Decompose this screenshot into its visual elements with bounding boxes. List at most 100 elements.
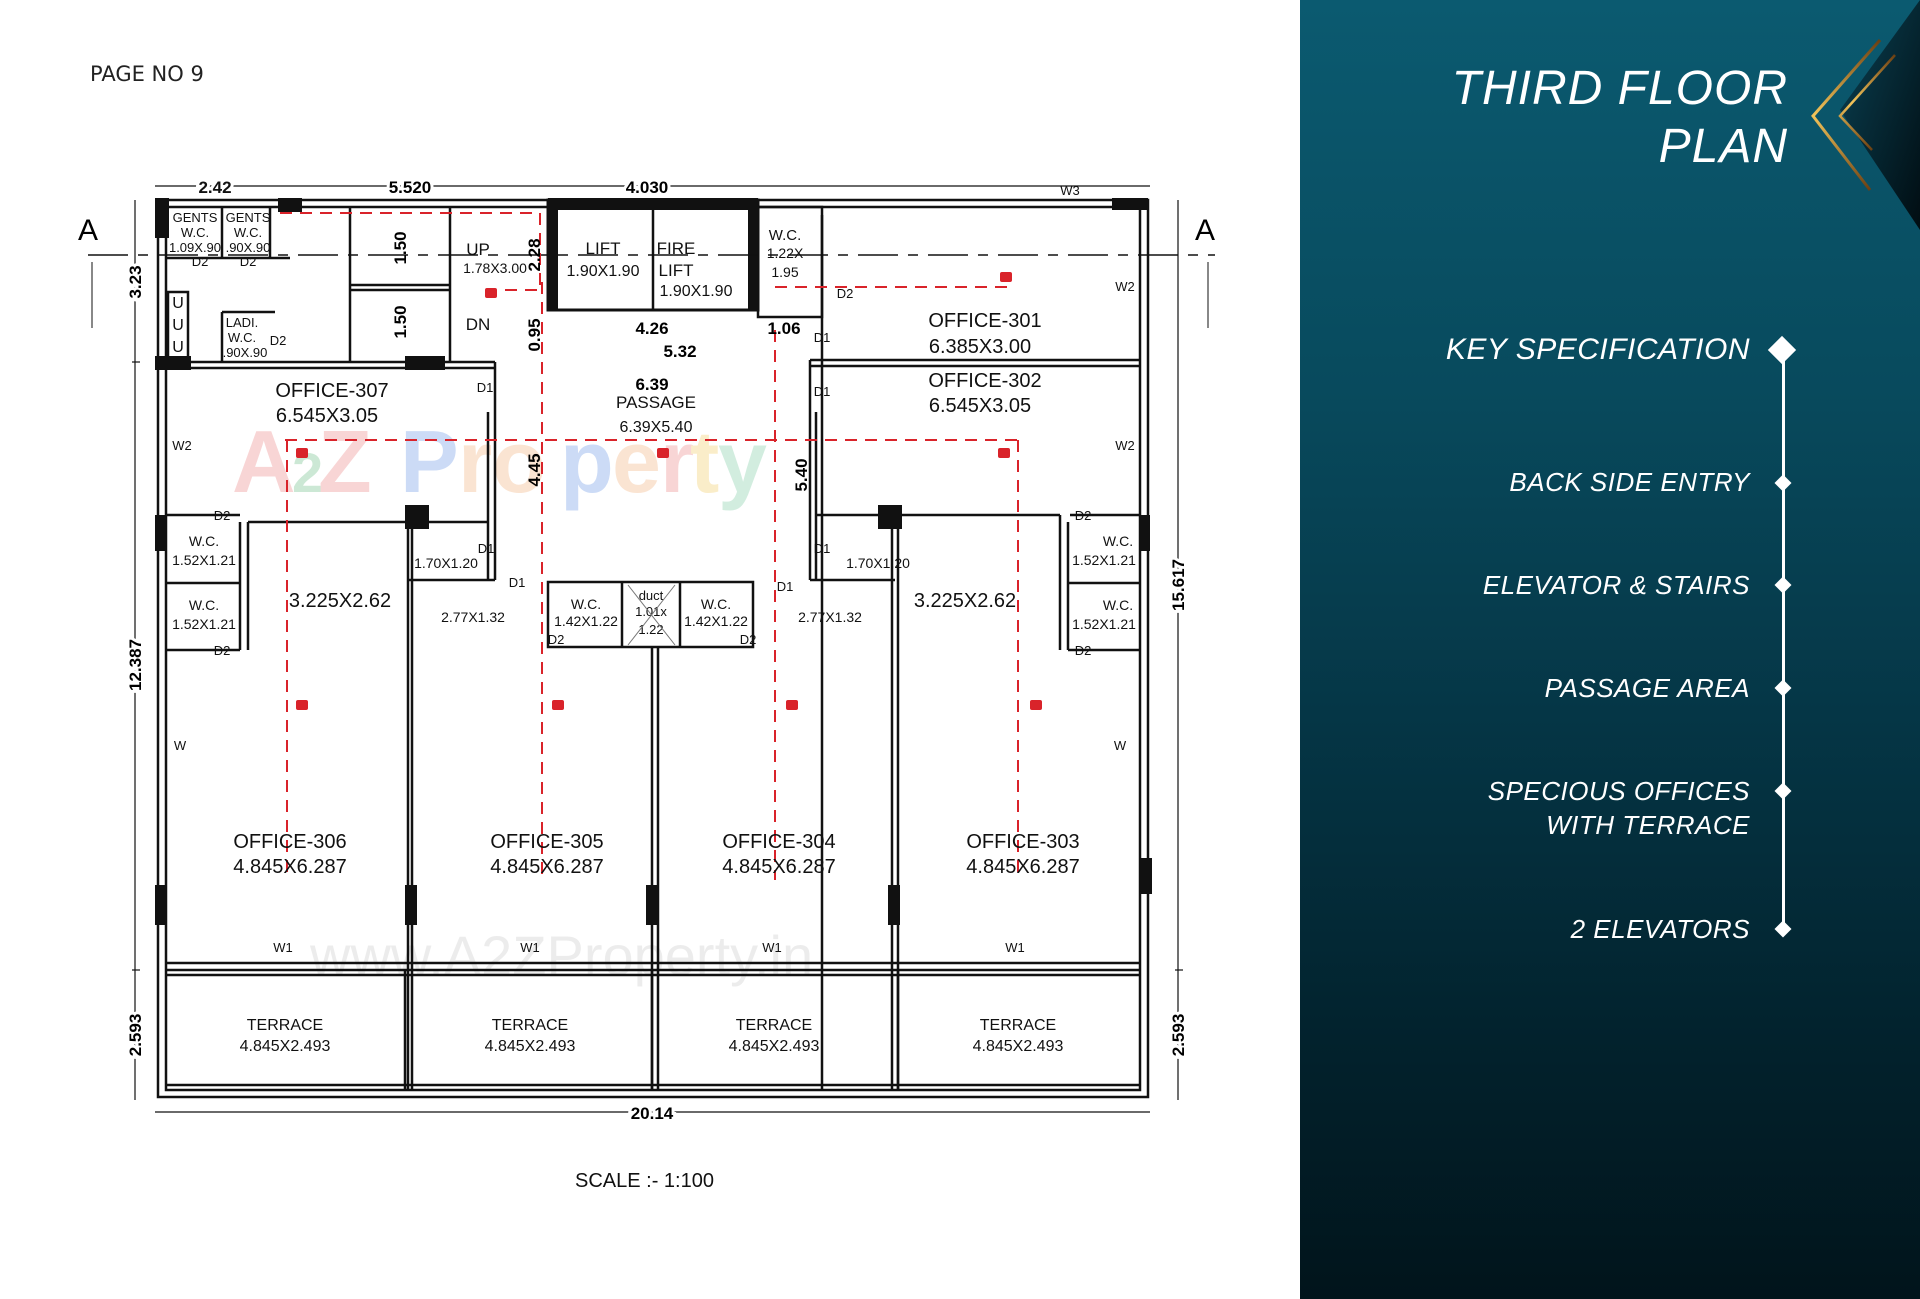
window-w-right: W — [1114, 738, 1127, 753]
spec-item-elevator-stairs: ELEVATOR & STAIRS — [1483, 568, 1750, 602]
floor-plan-page: PAGE NO 9 A 2 Z P ro p e r t y www.A2ZPr… — [78, 62, 1216, 1192]
gents-wc-1-size: 1.09X.90 — [169, 240, 221, 255]
stair-down: DN — [466, 315, 491, 334]
spec-item-2-elevators: 2 ELEVATORS — [1571, 912, 1750, 946]
gents-wc-2-size: .90X.90 — [226, 240, 271, 255]
gents-wc-1-label: GENTS — [173, 210, 218, 225]
urinal-1: U — [172, 295, 184, 312]
diamond-icon — [1774, 782, 1792, 800]
office-301-name: OFFICE-301 — [928, 310, 1041, 332]
dim-left-3: 2.593 — [126, 1014, 145, 1057]
door-d1-3: D1 — [814, 384, 831, 399]
urinal-2: U — [172, 317, 184, 334]
office-302-name: OFFICE-302 — [928, 370, 1041, 392]
door-d2-7: D2 — [214, 643, 231, 658]
wc-top-label: W.C. — [769, 227, 802, 244]
fire-lift-label-2: LIFT — [659, 261, 694, 280]
watermark-url: www.A2ZProperty.in — [309, 924, 813, 987]
dim-bottom: 20.14 — [631, 1104, 674, 1123]
dim-right-2: 2.593 — [1169, 1014, 1188, 1057]
svg-text:t: t — [690, 412, 719, 511]
wc-left-2-size: 1.52X1.21 — [172, 616, 236, 632]
svg-text:y: y — [718, 412, 767, 511]
lift-size: 1.90X1.90 — [567, 263, 640, 280]
door-d2-6: D2 — [1075, 508, 1092, 523]
dim-top-2: 5.520 — [389, 178, 432, 197]
terrace-3-size: 4.845X2.493 — [729, 1038, 820, 1055]
door-d2-5: D2 — [214, 508, 231, 523]
page-title: THIRD FLOOR PLAN — [1452, 60, 1788, 176]
door-d1-4: D1 — [478, 541, 495, 556]
office-307-size: 6.545X3.05 — [276, 405, 378, 427]
dim-gap: 0.95 — [525, 318, 544, 351]
diamond-icon — [1774, 474, 1792, 492]
cabin-big-left-size: 3.225X2.62 — [289, 590, 391, 612]
small-room-left-size: 1.70X1.20 — [414, 555, 478, 571]
door-d1-2: D1 — [814, 330, 831, 345]
fire-lift-label-1: FIRE — [657, 239, 696, 258]
office-304-size: 4.845X6.287 — [722, 856, 835, 878]
gents-wc-2-wc: W.C. — [234, 225, 262, 240]
spec-text: ELEVATOR & STAIRS — [1482, 570, 1750, 600]
small-room-right-size: 1.70X1.20 — [846, 555, 910, 571]
wc-top-size-2: 1.95 — [771, 264, 798, 280]
dim-passage-w2: 6.39 — [635, 375, 668, 394]
terrace-1-size: 4.845X2.493 — [240, 1038, 331, 1055]
office-303-size: 4.845X6.287 — [966, 856, 1079, 878]
svg-text:e: e — [612, 412, 661, 511]
diamond-icon — [1774, 920, 1792, 938]
scale-label: SCALE :- 1:100 — [575, 1170, 714, 1192]
svg-text:r: r — [660, 412, 694, 511]
duct-size-1: 1.01x — [635, 604, 667, 619]
door-d1-5: D1 — [814, 541, 831, 556]
door-d2-9: D2 — [548, 632, 565, 647]
office-302-size: 6.545X3.05 — [929, 395, 1031, 417]
dim-wc-w: 1.06 — [767, 319, 800, 338]
door-d2-3: D2 — [270, 333, 287, 348]
spec-item-passage-area: PASSAGE AREA — [1545, 671, 1750, 705]
door-d1-7: D1 — [777, 579, 794, 594]
dim-lift-h: 2.28 — [525, 238, 544, 271]
stair-up: UP — [466, 240, 490, 259]
terrace-1-name: TERRACE — [247, 1017, 323, 1034]
office-306-name: OFFICE-306 — [233, 831, 346, 853]
window-w2-left: W2 — [172, 438, 192, 453]
section-marker-left: A — [78, 214, 98, 247]
office-301-size: 6.385X3.00 — [929, 336, 1031, 358]
door-d1-1: D1 — [477, 380, 494, 395]
wc-right-2: W.C. — [1103, 597, 1133, 613]
window-w2-right: W2 — [1115, 438, 1135, 453]
svg-text:ro: ro — [458, 412, 546, 511]
dim-right-1: 15.617 — [1169, 559, 1188, 611]
cabin-right-size: 2.77X1.32 — [798, 609, 862, 625]
gold-chevron-decoration — [1811, 0, 1920, 230]
terrace-2-name: TERRACE — [492, 1017, 568, 1034]
spec-text: PASSAGE AREA — [1544, 673, 1750, 703]
dim-stair-2: 1.50 — [391, 305, 410, 338]
window-w3: W3 — [1060, 183, 1080, 198]
page-number: PAGE NO 9 — [90, 62, 204, 86]
office-306-size: 4.845X6.287 — [233, 856, 346, 878]
spec-text: 2 ELEVATORS — [1570, 914, 1750, 944]
spec-text: SPECIOUS OFFICES — [1487, 776, 1750, 806]
terrace-4-size: 4.845X2.493 — [973, 1038, 1064, 1055]
wc-left-1: W.C. — [189, 533, 219, 549]
window-w1-2: W1 — [520, 940, 540, 955]
svg-text:P: P — [400, 412, 459, 511]
dim-passage-h2: 5.40 — [792, 458, 811, 491]
fire-lift-size: 1.90X1.90 — [660, 283, 733, 300]
door-d2-8: D2 — [1075, 643, 1092, 658]
cabin-left-size: 2.77X1.32 — [441, 609, 505, 625]
timeline-line — [1782, 352, 1785, 930]
stair-size: 1.78X3.00 — [463, 260, 527, 276]
spec-item-back-side-entry: BACK SIDE ENTRY — [1509, 465, 1750, 499]
window-w1-1: W1 — [273, 940, 293, 955]
wc-mid-right-size: 1.42X1.22 — [684, 613, 748, 629]
office-303-name: OFFICE-303 — [966, 831, 1079, 853]
dim-left-2: 12.387 — [126, 639, 145, 691]
wc-mid-left: W.C. — [571, 596, 601, 612]
title-line-1: THIRD FLOOR — [1451, 62, 1788, 115]
svg-text:A: A — [232, 412, 296, 511]
door-d2-2: D2 — [240, 254, 257, 269]
wc-mid-right: W.C. — [701, 596, 731, 612]
